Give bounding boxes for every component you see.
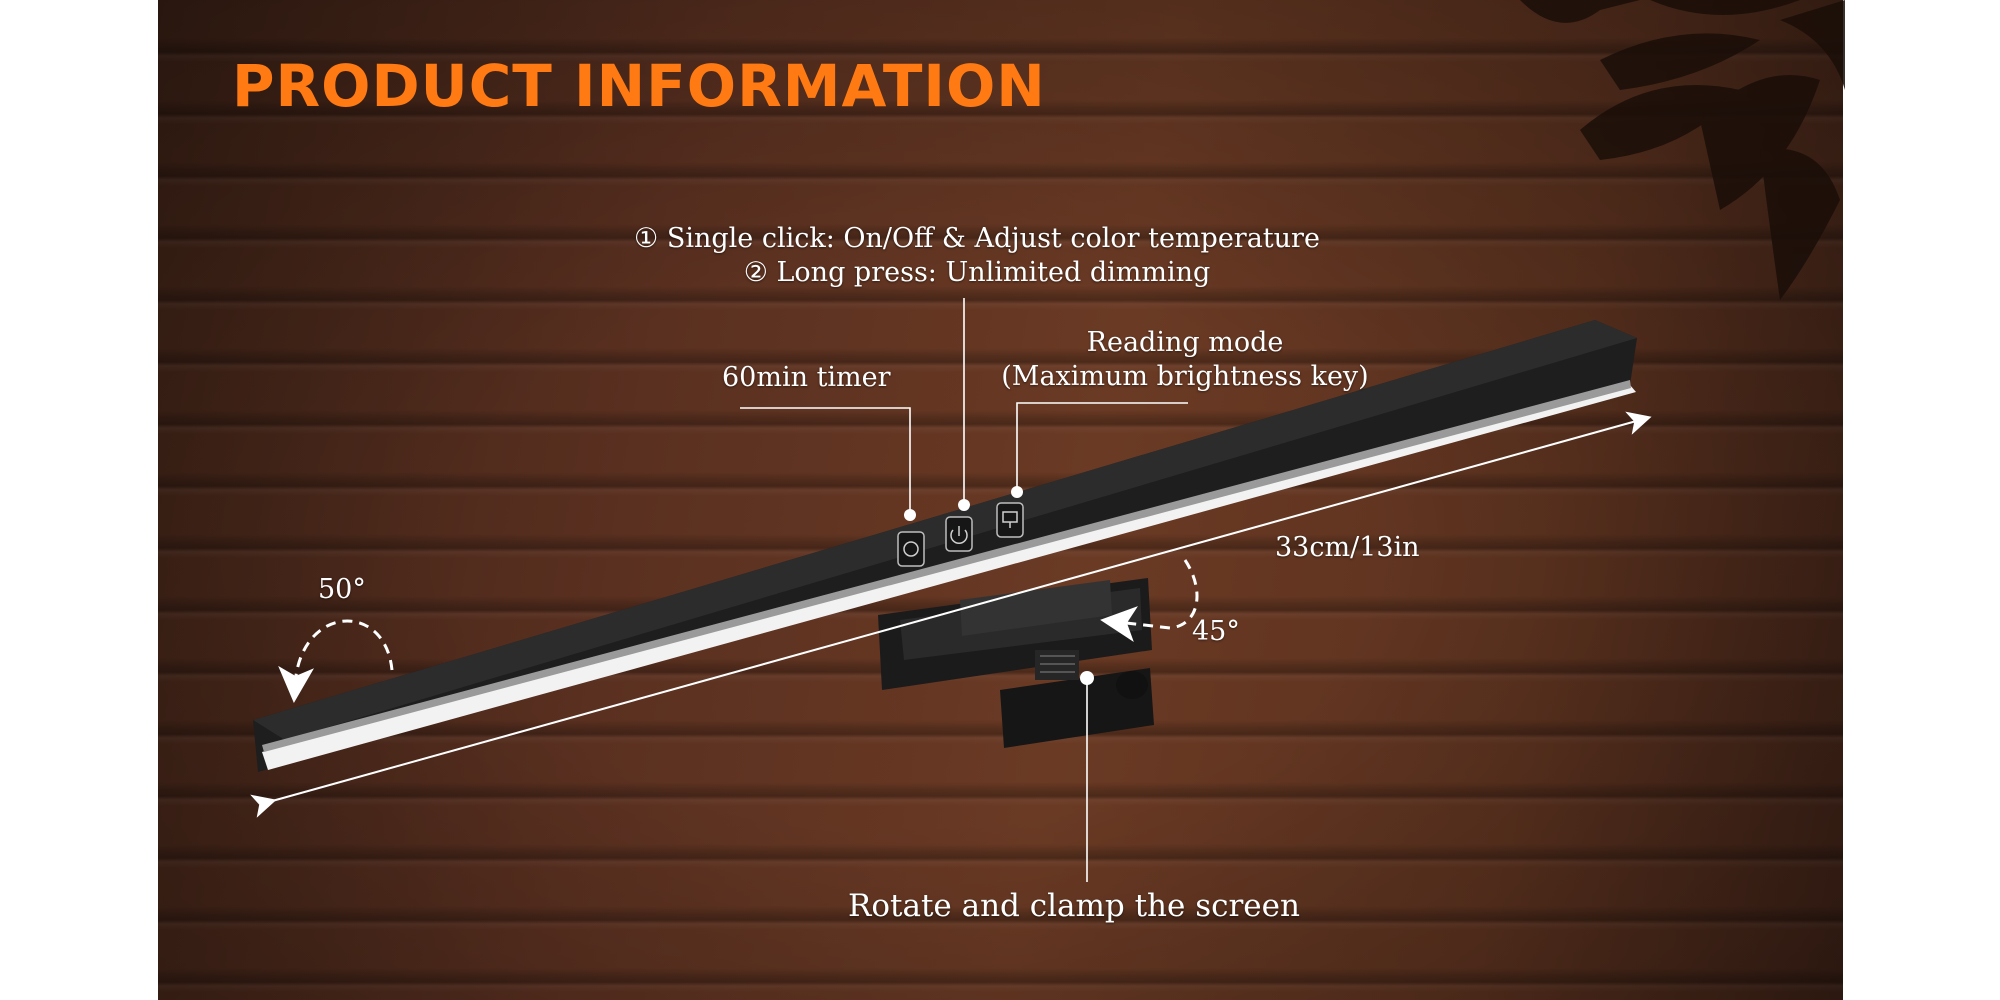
main-button-line2: ② Long press: Unlimited dimming [743,257,1211,288]
clamp-base [878,578,1154,748]
main-button-callout: ① Single click: On/Off & Adjust color te… [612,222,1342,290]
length-dimension-arrow [250,411,1652,818]
power-icon [945,516,973,552]
page-title: PRODUCT INFORMATION [232,52,1046,120]
timer-icon [897,531,925,567]
plant-shadow [1520,0,1845,300]
reading-mode-line2: (Maximum brightness key) [1001,361,1369,392]
clamp-callout: Rotate and clamp the screen [848,888,1300,924]
length-label: 33cm/13in [1275,532,1420,563]
light-bar [253,320,1637,772]
main-button-line1: ① Single click: On/Off & Adjust color te… [634,223,1320,254]
clamp-angle-label: 45° [1192,616,1240,647]
tilt-angle-label: 50° [318,574,366,605]
monitor-icon [996,502,1024,538]
reading-mode-line1: Reading mode [1086,327,1284,358]
timer-callout: 60min timer [722,362,891,393]
tilt-rotation-arrow [278,619,394,703]
reading-mode-callout: Reading mode (Maximum brightness key) [985,326,1385,394]
